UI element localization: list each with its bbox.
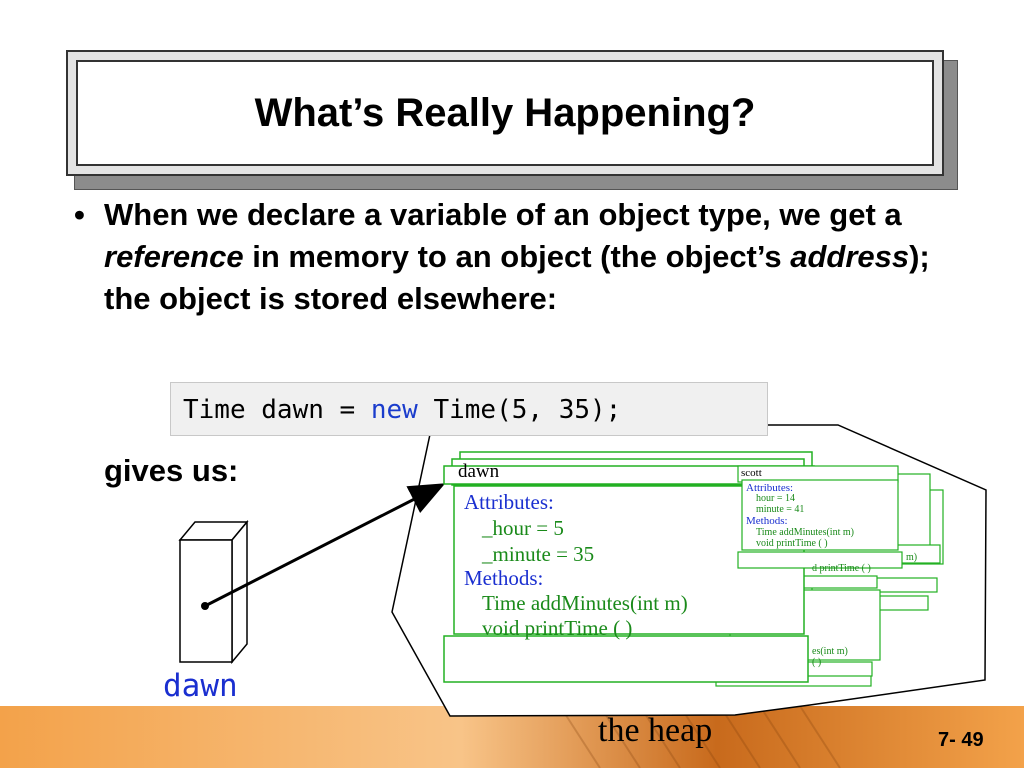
gives-us-label: gives us: xyxy=(104,453,239,488)
hidden-fragment-3: es(int m) xyxy=(812,646,848,657)
scott-object-stack xyxy=(737,465,903,569)
bullet-text-part2: in memory to an object (the object’s xyxy=(243,239,791,274)
scott-methods-header: Methods: xyxy=(746,515,788,527)
bullet-text-part3: ); the object is stored elsewhere: xyxy=(104,239,930,316)
variable-box xyxy=(178,519,249,665)
dawn-methods-header: Methods: xyxy=(464,566,544,590)
scott-object-name: scott xyxy=(741,467,762,479)
code-keyword: new xyxy=(370,395,418,425)
scott-method-print: void printTime ( ) xyxy=(756,538,828,549)
scott-attr-hour: hour = 14 xyxy=(756,493,795,504)
variable-label: dawn xyxy=(163,668,238,704)
dawn-attributes-header: Attributes: xyxy=(464,490,554,514)
page-title: What’s Really Happening? xyxy=(254,90,756,135)
code-snippet: Time dawn = new Time(5, 35); xyxy=(170,382,768,436)
hidden-fragment-4: ( ) xyxy=(812,657,822,668)
heap-label: the heap xyxy=(598,712,713,749)
dawn-attr-hour: _hour = 5 xyxy=(482,516,564,540)
code-post: Time(5, 35); xyxy=(417,395,622,425)
hidden-fragment-1: m) xyxy=(906,552,918,563)
bullet-point: • When we declare a variable of an objec… xyxy=(74,194,974,320)
bullet-icon: • xyxy=(74,197,85,232)
dawn-method-add: Time addMinutes(int m) xyxy=(482,591,688,615)
dawn-object-name: dawn xyxy=(458,461,500,482)
bullet-text: When we declare a variable of an object … xyxy=(104,194,974,320)
dawn-method-print: void printTime ( ) xyxy=(482,616,633,640)
slide-number: 7- 49 xyxy=(938,729,984,751)
reference-dot xyxy=(201,602,209,610)
scott-attr-minute: minute = 41 xyxy=(756,504,805,515)
title-box: What’s Really Happening? xyxy=(76,60,934,166)
bullet-text-part1: When we declare a variable of an object … xyxy=(104,197,902,232)
code-pre: Time dawn = xyxy=(183,395,371,425)
bullet-emphasis-reference: reference xyxy=(104,239,244,274)
reference-arrow xyxy=(204,483,446,608)
scott-attributes-header: Attributes: xyxy=(746,482,794,494)
dawn-attr-minute: _minute = 35 xyxy=(482,542,595,566)
scott-method-add: Time addMinutes(int m) xyxy=(756,527,854,538)
hidden-fragment-2: d printTime ( ) xyxy=(812,563,871,574)
bullet-emphasis-address: address xyxy=(790,239,910,274)
